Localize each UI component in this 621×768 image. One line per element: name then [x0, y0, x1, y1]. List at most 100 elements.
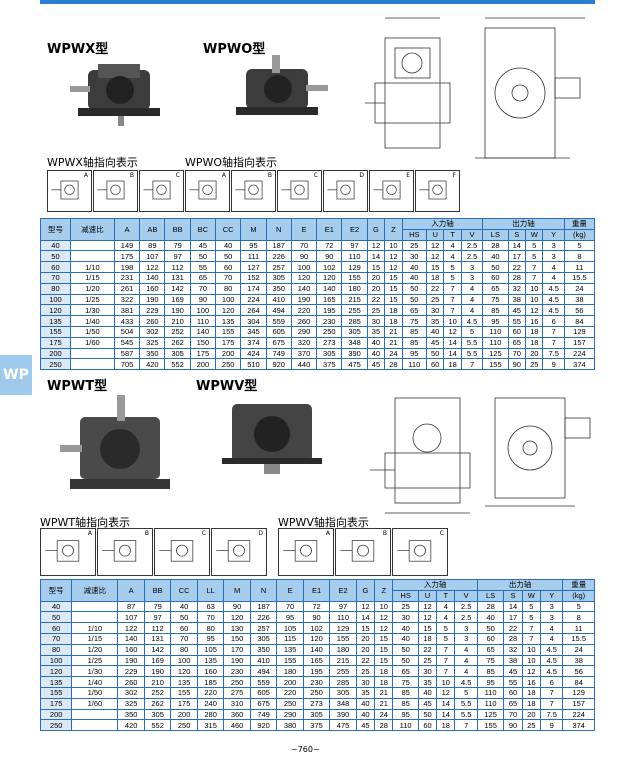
table-cell: 75 — [482, 293, 509, 306]
table-cell: 180 — [276, 665, 304, 678]
table-cell: 4.5 — [542, 293, 565, 306]
table-cell: 38 — [507, 293, 527, 306]
table-cell: 110 — [482, 336, 509, 349]
direction-diagram-a: A — [185, 170, 230, 212]
table-cell: 315 — [196, 719, 225, 732]
table-cell: 40 — [366, 336, 386, 349]
table-cell: 20 — [355, 632, 376, 645]
ratio-cell: 1/40 — [71, 676, 119, 688]
table-cell: 290 — [276, 708, 304, 721]
ratio-cell: 1/50 — [69, 325, 115, 338]
title-wpwt: WPWT型 — [47, 379, 108, 394]
table-cell: 305 — [329, 686, 357, 699]
direction-diagram-c: C — [139, 170, 184, 212]
table-cell: 155 — [476, 719, 505, 732]
table-cell: 4 — [539, 622, 564, 634]
table-cell: 28 — [503, 632, 523, 645]
table-cell: 5.5 — [460, 336, 484, 349]
table-cell: 100 — [189, 304, 217, 317]
column-header: LL — [196, 579, 225, 602]
model-cell: 135 — [40, 315, 71, 327]
table-cell: 40 — [417, 686, 438, 699]
table-cell: 22 — [417, 643, 438, 656]
table-cell: 87 — [117, 600, 145, 613]
table-cell: 257 — [265, 261, 292, 273]
table-cell: 7 — [443, 304, 462, 317]
table-cell: 4.5 — [542, 304, 565, 317]
table-cell: 250 — [215, 358, 242, 371]
table-cell: 7 — [460, 358, 484, 371]
table-cell: 262 — [143, 697, 172, 710]
direction-label: A — [83, 172, 88, 179]
table-cell: 310 — [223, 697, 251, 710]
table-cell: 12 — [524, 304, 544, 317]
table-cell: 190 — [223, 654, 251, 667]
table-cell: 370 — [290, 347, 318, 360]
table-cell: 2.5 — [454, 611, 478, 624]
table-cell: 4 — [454, 654, 478, 667]
table-cell: 250 — [223, 676, 251, 688]
direction-diagram-b: B — [97, 528, 153, 576]
table-cell: 4.5 — [539, 654, 564, 667]
weight-unit: (kg) — [562, 589, 595, 602]
table-cell: 18 — [524, 325, 544, 338]
direction-label: D — [258, 530, 263, 537]
model-cell: 175 — [39, 697, 73, 710]
ratio-cell — [71, 719, 119, 732]
wpwv-photo — [222, 404, 322, 474]
table-cell: 4.5 — [539, 665, 564, 678]
ratio-cell: 1/10 — [71, 622, 119, 634]
table-cell: 85 — [392, 697, 419, 710]
table-cell: 105 — [276, 622, 304, 634]
table-cell: 85 — [476, 665, 505, 678]
column-header: Z — [384, 218, 403, 241]
table-cell: 56 — [562, 665, 595, 678]
table-cell: 129 — [563, 325, 596, 338]
ratio-cell: 1/50 — [71, 686, 119, 699]
table-cell: 14 — [503, 600, 523, 613]
table-cell: 375 — [302, 719, 331, 732]
table-cell: 14 — [443, 336, 462, 349]
table-cell: 50 — [392, 643, 419, 656]
table-cell: 38 — [563, 293, 596, 306]
table-cell: 250 — [302, 686, 331, 699]
table-cell: 18 — [521, 686, 541, 699]
table-cell: 102 — [302, 622, 331, 634]
table-cell: 107 — [139, 250, 166, 263]
direction-diagram-a: A — [47, 170, 92, 212]
column-header: AB — [139, 218, 166, 241]
column-subheader: U — [425, 228, 445, 241]
table-cell: 14 — [436, 708, 456, 721]
table-cell: 350 — [117, 708, 145, 721]
table-cell: 95 — [276, 611, 304, 624]
side-tab: WP — [0, 355, 32, 395]
table-cell: 79 — [143, 600, 172, 613]
table-cell: 100 — [170, 654, 198, 667]
table-cell: 60 — [482, 271, 509, 284]
table-cell: 14 — [507, 239, 527, 252]
direction-label: C — [175, 172, 180, 179]
table-cell: 22 — [503, 622, 523, 634]
table-cell: 185 — [196, 676, 225, 688]
table-cell: 15 — [384, 282, 403, 295]
table-cell: 255 — [329, 665, 357, 678]
table-cell: 169 — [164, 293, 191, 306]
table-cell: 111 — [240, 250, 267, 263]
table-cell: 348 — [329, 697, 357, 710]
table-cell: 17 — [507, 250, 527, 263]
table-cell: 190 — [117, 654, 145, 667]
table-cell: 374 — [562, 719, 595, 732]
table-cell: 252 — [164, 325, 191, 338]
table-cell: 410 — [265, 293, 292, 306]
column-header: BC — [189, 218, 217, 241]
table-cell: 705 — [113, 358, 141, 371]
table-cell: 107 — [117, 611, 145, 624]
table-cell: 4 — [460, 304, 484, 317]
table-cell: 65 — [476, 643, 505, 656]
table-cell: 7 — [521, 622, 541, 634]
